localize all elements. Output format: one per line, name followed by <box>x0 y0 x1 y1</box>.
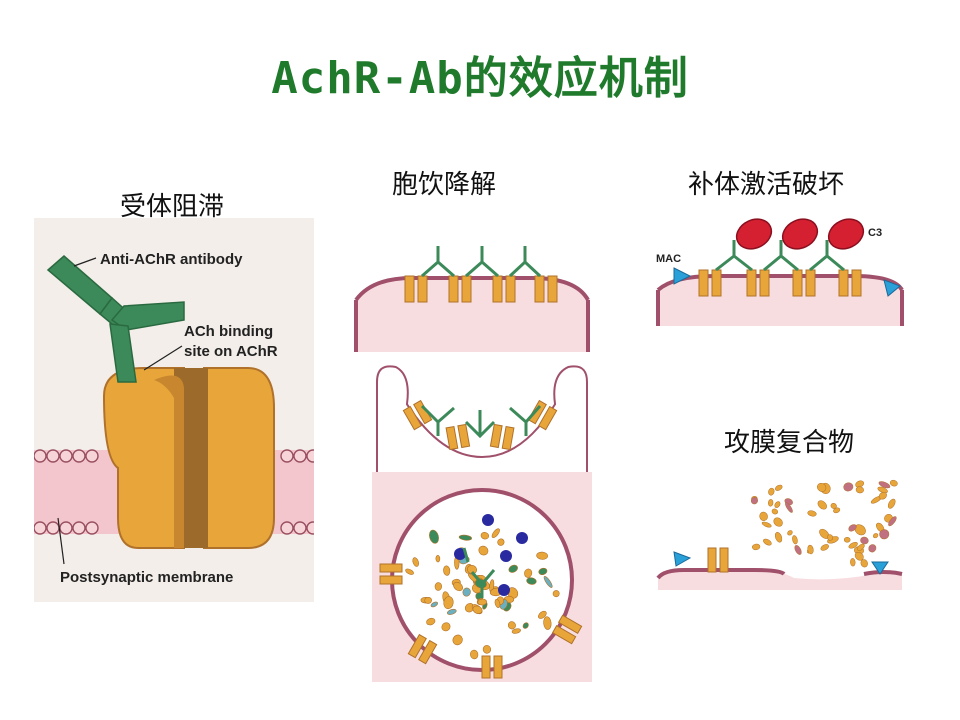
lysed-membrane-fragments <box>750 479 898 568</box>
antibodies-row <box>421 246 542 278</box>
caption-membrane-attack-complex: 攻膜复合物 <box>724 428 855 458</box>
c3-label: C3 <box>868 227 882 239</box>
receptor-blocking-diagram: Anti-AChR antibody ACh binding site on A… <box>34 218 314 602</box>
binding-site-label-2: site on AChR <box>184 343 278 360</box>
crosslinking-diagram <box>354 246 590 352</box>
mac-marker-right <box>883 279 901 297</box>
membrane-label: Postsynaptic membrane <box>60 569 233 586</box>
invaginated-antibodies <box>420 404 542 439</box>
remaining-receptor <box>707 547 729 573</box>
anti-achr-antibody <box>46 255 185 383</box>
complement-activation-diagram: MAC C3 <box>656 218 904 326</box>
mac-damage-diagram <box>656 479 903 590</box>
invaginated-receptors <box>402 399 558 451</box>
c3-complement-proteins <box>735 218 865 250</box>
invagination-diagram <box>372 352 592 472</box>
mac-marker-left <box>673 551 692 567</box>
antibodies-row <box>715 240 845 272</box>
caption-complement-activation: 补体激活破坏 <box>688 170 845 200</box>
receptors-row <box>698 269 862 297</box>
lipid-heads-bottom <box>34 521 314 535</box>
caption-receptor-blocking: 受体阻滞 <box>120 192 225 222</box>
mac-label: MAC <box>656 253 681 265</box>
mac-marker-right <box>871 561 889 575</box>
enzyme-dots <box>454 514 528 596</box>
mac-marker-left <box>673 267 692 285</box>
degraded-fragments <box>405 528 560 660</box>
page-title: AchR-Ab的效应机制 <box>271 53 689 104</box>
lipid-heads-top <box>34 449 314 463</box>
caption-endocytosis-degradation: 胞饮降解 <box>392 170 497 200</box>
achr-receptor <box>102 367 275 549</box>
binding-site-label-1: ACh binding <box>184 323 273 340</box>
receptors-row <box>404 275 558 303</box>
vesicle-degradation-diagram <box>372 472 592 682</box>
vesicle-receptors <box>379 563 583 679</box>
antibody-label: Anti-AChR antibody <box>100 251 243 268</box>
degraded-antibodies <box>462 547 496 598</box>
